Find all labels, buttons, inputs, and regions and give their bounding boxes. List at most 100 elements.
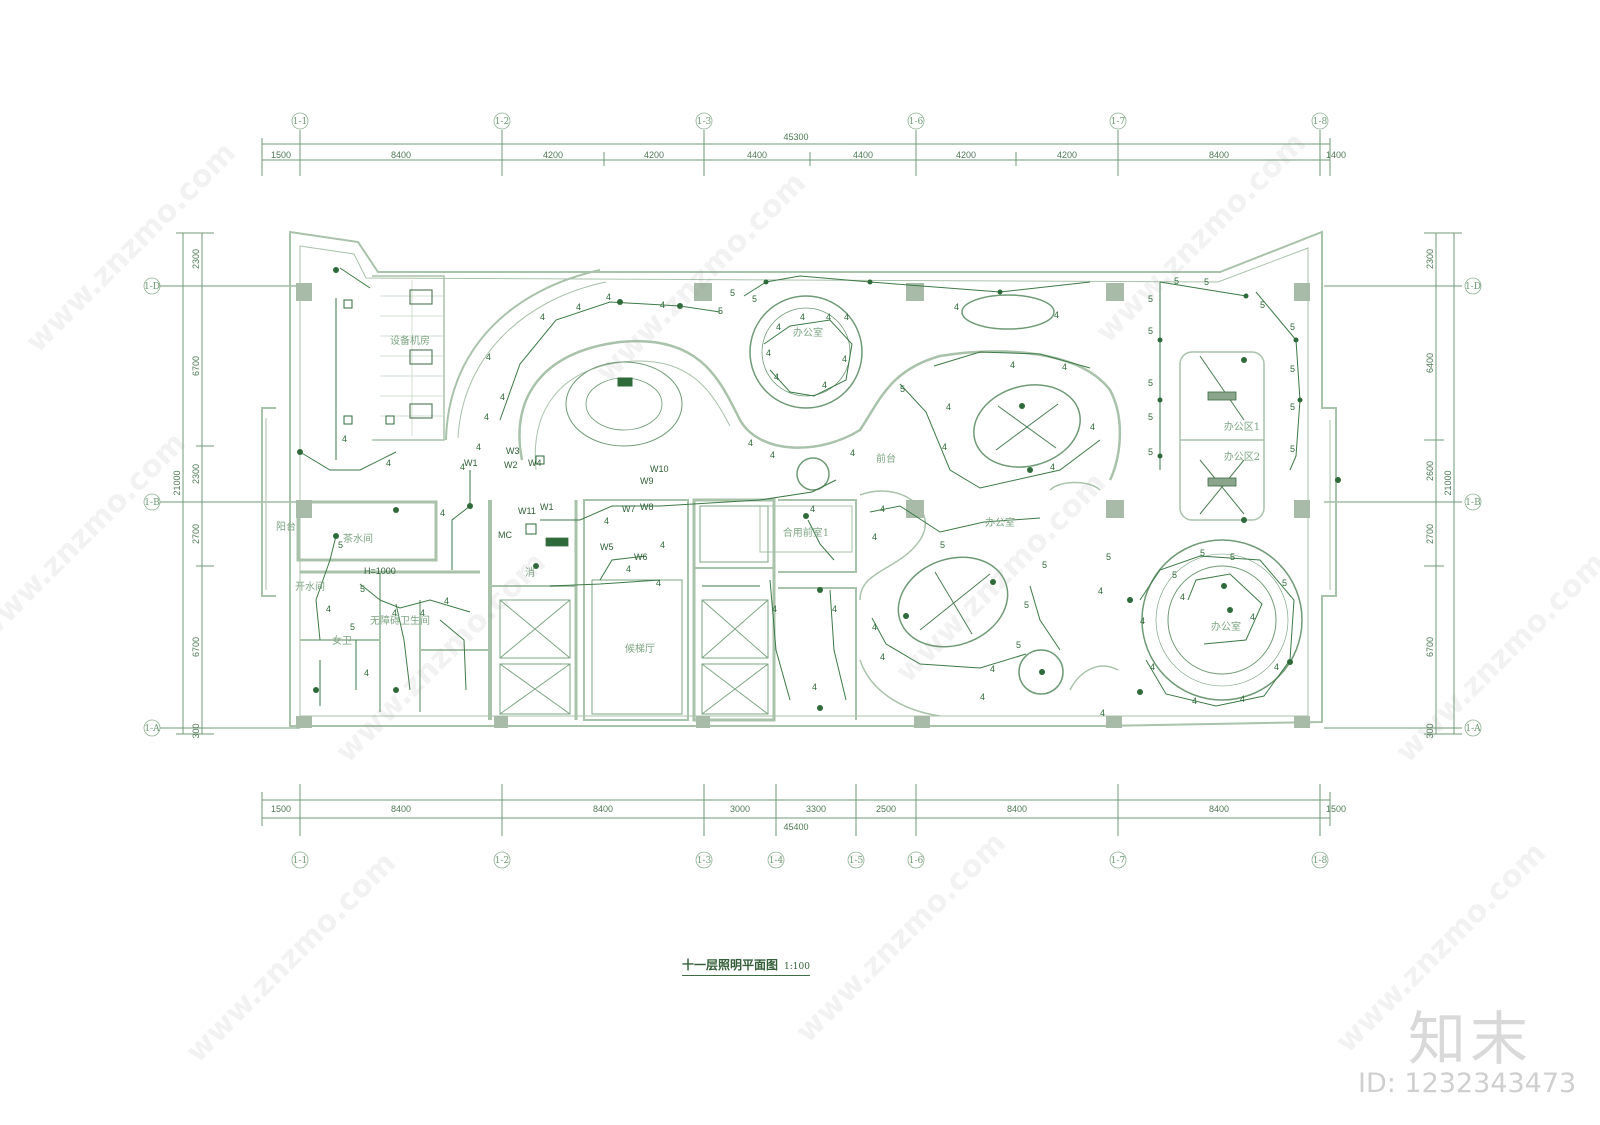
svg-text:4: 4 xyxy=(842,354,847,364)
right-axis-bubbles xyxy=(1464,277,1482,737)
top-seg-9: 8400 xyxy=(1209,150,1229,160)
svg-text:4: 4 xyxy=(460,462,465,472)
bottom-seg-6: 2500 xyxy=(876,804,896,814)
room-fire: 消 xyxy=(525,566,535,579)
bottom-seg-4: 3000 xyxy=(730,804,750,814)
height-label: H=1000 xyxy=(364,566,396,576)
svg-text:4: 4 xyxy=(444,596,449,606)
svg-text:4: 4 xyxy=(980,692,985,702)
brand-logo: 知末 xyxy=(1408,1005,1533,1073)
svg-text:5: 5 xyxy=(1172,570,1177,580)
top-seg-6: 4400 xyxy=(853,150,873,160)
left-segment-labels: 2300 6700 2300 2700 6700 300 21000 xyxy=(172,249,201,739)
top-axis-4: 1-6 xyxy=(909,117,924,127)
structural-columns xyxy=(296,283,1310,728)
room-labels: 设备机房 办公室 办公室 办公室 办公区1 办公区2 前台 合用前室1 候梯厅 … xyxy=(276,326,1260,655)
svg-text:5: 5 xyxy=(1042,560,1047,570)
bottom-seg-3: 8400 xyxy=(593,804,613,814)
svg-text:4: 4 xyxy=(606,292,611,302)
svg-text:5: 5 xyxy=(1024,600,1029,610)
circuit-label-w4: W4 xyxy=(528,458,542,468)
svg-text:4: 4 xyxy=(946,402,951,412)
image-id: ID: 1232343473 xyxy=(1358,1068,1577,1099)
svg-text:4: 4 xyxy=(850,448,855,458)
right-axis-labels: 1-D 1-B 1-A xyxy=(1465,282,1481,734)
svg-text:4: 4 xyxy=(990,664,995,674)
room-tea: 茶水间 xyxy=(343,532,373,545)
svg-text:5: 5 xyxy=(1290,444,1295,454)
bottom-axis-3: 1-3 xyxy=(697,856,712,866)
circuit-label-w5: W5 xyxy=(600,542,614,552)
bottom-seg-8: 8400 xyxy=(1209,804,1229,814)
room-office-area-1: 办公区1 xyxy=(1224,420,1260,433)
svg-text:4: 4 xyxy=(880,652,885,662)
circuit-label-w11: W11 xyxy=(518,506,536,516)
left-total-dimension: 21000 xyxy=(172,470,182,495)
right-total-dimension: 21000 xyxy=(1443,470,1453,495)
left-seg-4: 2700 xyxy=(191,524,201,544)
left-axis-labels: 1-D 1-B 1-A xyxy=(144,282,160,734)
right-seg-2: 6400 xyxy=(1425,353,1435,373)
svg-text:5: 5 xyxy=(1148,412,1153,422)
svg-text:4: 4 xyxy=(800,312,805,322)
bottom-axis-4: 1-4 xyxy=(769,856,784,866)
svg-text:5: 5 xyxy=(1016,640,1021,650)
svg-text:4: 4 xyxy=(880,504,885,514)
room-office-1: 办公室 xyxy=(793,326,823,339)
top-seg-3: 4200 xyxy=(543,150,563,160)
svg-text:4: 4 xyxy=(1140,616,1145,626)
svg-text:4: 4 xyxy=(872,622,877,632)
svg-text:5: 5 xyxy=(730,288,735,298)
svg-text:5: 5 xyxy=(1230,552,1235,562)
svg-text:4: 4 xyxy=(604,516,609,526)
svg-text:4: 4 xyxy=(810,504,815,514)
svg-text:4: 4 xyxy=(440,508,445,518)
left-seg-5: 6700 xyxy=(191,637,201,657)
top-axis-6: 1-8 xyxy=(1313,117,1328,127)
equipment-panels xyxy=(409,289,433,419)
left-dimension-chain xyxy=(160,232,300,735)
svg-text:4: 4 xyxy=(772,604,777,614)
right-seg-1: 2300 xyxy=(1425,249,1435,269)
svg-text:4: 4 xyxy=(1180,592,1185,602)
top-total-dimension: 45300 xyxy=(783,132,808,142)
svg-text:4: 4 xyxy=(954,302,959,312)
top-axis-5: 1-7 xyxy=(1111,117,1126,127)
circuit-label-w7: W7 xyxy=(622,504,636,514)
drawing-title: 十一层照明平面图 xyxy=(682,958,779,972)
svg-text:4: 4 xyxy=(766,348,771,358)
svg-text:4: 4 xyxy=(1090,422,1095,432)
svg-text:5: 5 xyxy=(752,294,757,304)
svg-text:4: 4 xyxy=(660,300,665,310)
circuit-label-w3: W3 xyxy=(506,446,520,456)
right-seg-5: 6700 xyxy=(1425,637,1435,657)
svg-text:4: 4 xyxy=(1274,662,1279,672)
svg-text:4: 4 xyxy=(392,608,397,618)
svg-text:4: 4 xyxy=(386,458,391,468)
svg-text:4: 4 xyxy=(1240,694,1245,704)
room-balcony: 阳台 xyxy=(276,520,296,533)
svg-text:5: 5 xyxy=(1290,402,1295,412)
svg-text:4: 4 xyxy=(486,352,491,362)
svg-text:5: 5 xyxy=(1174,276,1179,286)
bottom-axis-2: 1-2 xyxy=(495,856,510,866)
svg-text:4: 4 xyxy=(1100,708,1105,718)
left-seg-6: 300 xyxy=(191,723,201,738)
svg-text:4: 4 xyxy=(826,312,831,322)
top-seg-1: 1500 xyxy=(271,150,291,160)
lighting-circuits xyxy=(299,267,1301,707)
svg-text:4: 4 xyxy=(1192,696,1197,706)
svg-text:5: 5 xyxy=(1290,322,1295,332)
bottom-axis-6: 1-6 xyxy=(909,856,924,866)
svg-text:4: 4 xyxy=(770,450,775,460)
bottom-seg-1: 1500 xyxy=(271,804,291,814)
wire-count-marks: 55 54 44 44 44 44 45 55 55 55 55 55 55 5… xyxy=(326,276,1295,718)
svg-text:5: 5 xyxy=(718,306,723,316)
ring-fixture-diagonals xyxy=(919,355,1245,635)
left-seg-3: 2300 xyxy=(191,464,201,484)
top-axis-1: 1-1 xyxy=(293,117,308,127)
svg-text:4: 4 xyxy=(774,372,779,382)
bottom-seg-7: 8400 xyxy=(1007,804,1027,814)
bottom-axis-8: 1-8 xyxy=(1313,856,1328,866)
